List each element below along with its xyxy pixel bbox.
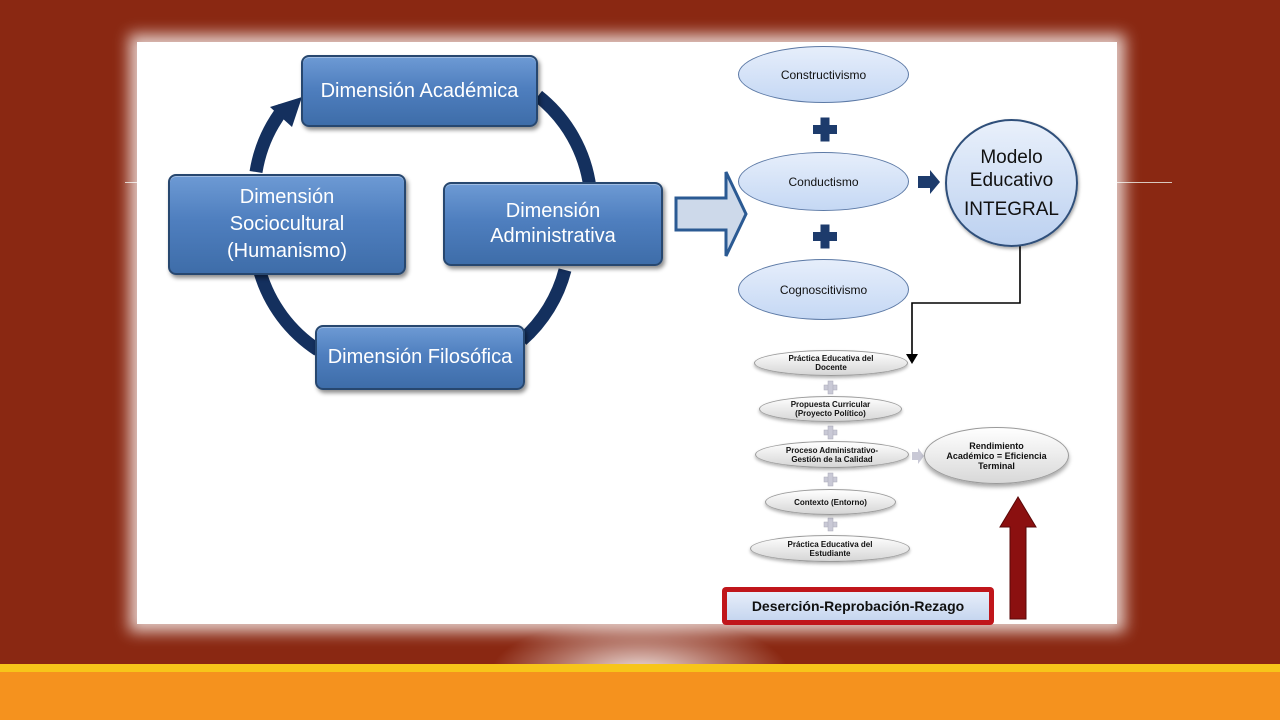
rendimiento-arrow: [912, 448, 924, 464]
proceso-line1: Proceso Administrativo-: [785, 445, 879, 455]
practica-estudiante-line2: Estudiante: [809, 548, 851, 558]
decorative-line-left: [125, 182, 145, 183]
practica-estudiante-pill: Práctica Educativa del Estudiante: [750, 535, 910, 562]
dimension-sociocultural-line2: Sociocultural: [229, 213, 345, 235]
elbow-arrowhead: [906, 354, 918, 364]
dimension-sociocultural-line1: Dimensión: [239, 186, 335, 208]
propuesta-line2: (Proyecto Político): [795, 409, 866, 418]
dimension-academica-label: Dimensión Académica: [320, 79, 519, 102]
elbow-connector: [911, 245, 1021, 356]
constructivismo-ellipse: Constructivismo: [738, 46, 909, 103]
cycle-arc-top-left: [249, 103, 290, 174]
modelo-educativo-circle: Modelo Educativo INTEGRAL: [945, 119, 1078, 247]
rendimiento-line1: Rendimiento: [969, 440, 1024, 451]
dimension-sociocultural-box: Dimensión Sociocultural (Humanismo): [168, 174, 406, 275]
bottom-footer-bar: [0, 672, 1280, 720]
contexto-label: Contexto (Entorno): [794, 497, 867, 507]
small-plus-1: [823, 380, 838, 395]
rendimiento-line2: Académico = Eficiencia: [946, 450, 1047, 461]
dimension-academica-box: Dimensión Académica: [301, 55, 538, 127]
dimension-filosofica-box: Dimensión Filosófica: [315, 325, 525, 390]
dimension-administrativa-line2: Administrativa: [490, 225, 616, 247]
cycle-arrowhead: [270, 97, 302, 127]
practica-docente-line2: Docente: [815, 363, 847, 372]
proceso-administrativo-pill: Proceso Administrativo- Gestión de la Ca…: [755, 441, 909, 468]
dimension-administrativa-line1: Dimensión: [505, 200, 601, 222]
up-arrow: [999, 496, 1037, 620]
decorative-line-right: [1110, 182, 1172, 183]
modelo-line1: Modelo: [980, 146, 1043, 168]
dimension-filosofica-label: Dimensión Filosófica: [327, 346, 513, 368]
propuesta-line1: Propuesta Curricular: [790, 400, 871, 409]
rendimiento-ellipse: Rendimiento Académico = Eficiencia Termi…: [924, 427, 1069, 484]
plus-sign-2: [813, 224, 837, 249]
constructivismo-label: Constructivismo: [780, 67, 867, 82]
modelo-line3: INTEGRAL: [963, 198, 1060, 220]
bottom-accent-bar: [0, 664, 1280, 672]
cycle-arc-bottom-right: [517, 268, 572, 345]
propuesta-curricular-pill: Propuesta Curricular (Proyecto Político): [759, 396, 902, 422]
conductismo-ellipse: Conductismo: [738, 152, 909, 211]
big-right-arrow: [674, 171, 748, 257]
small-plus-3: [823, 472, 838, 487]
cognoscitivismo-label: Cognoscitivismo: [779, 282, 868, 297]
desercion-box: Deserción-Reprobación-Rezago: [722, 587, 994, 625]
small-plus-4: [823, 517, 838, 532]
practica-estudiante-line1: Práctica Educativa del: [787, 539, 873, 549]
desercion-label: Deserción-Reprobación-Rezago: [727, 592, 989, 620]
dimension-sociocultural-line3: (Humanismo): [226, 240, 348, 262]
small-right-arrow: [918, 170, 940, 194]
rendimiento-line3: Terminal: [978, 460, 1015, 471]
practica-docente-pill: Práctica Educativa del Docente: [754, 350, 908, 376]
conductismo-label: Conductismo: [788, 174, 859, 189]
cycle-arc-bottom-left: [253, 270, 322, 356]
cycle-arc-top-right: [533, 90, 597, 189]
dimension-administrativa-box: Dimensión Administrativa: [443, 182, 663, 266]
proceso-line2: Gestión de la Calidad: [791, 454, 873, 464]
cognoscitivismo-ellipse: Cognoscitivismo: [738, 259, 909, 320]
modelo-line2: Educativo: [969, 169, 1054, 191]
small-plus-2: [823, 425, 838, 440]
plus-sign-1: [813, 117, 837, 142]
contexto-pill: Contexto (Entorno): [765, 489, 896, 515]
practica-docente-line1: Práctica Educativa del: [788, 354, 874, 363]
